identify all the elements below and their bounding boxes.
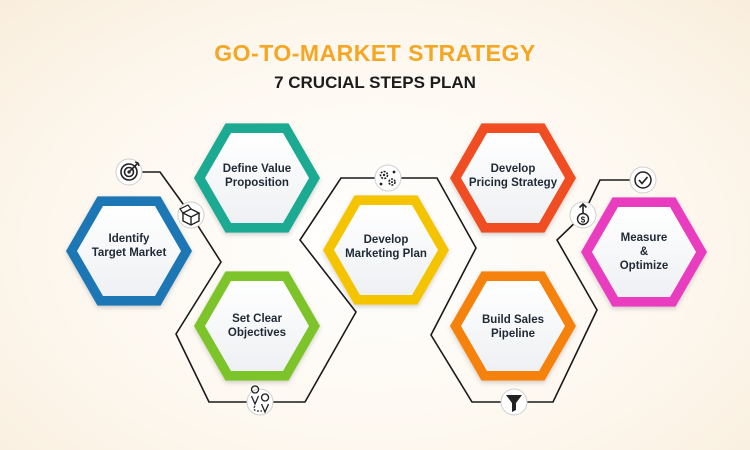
hexagon-inner xyxy=(461,281,565,371)
svg-text:$: $ xyxy=(581,216,586,225)
connector-4-6 xyxy=(388,177,514,403)
connector-6-5 xyxy=(514,214,598,403)
target-icon xyxy=(115,158,143,186)
step-icons: $ xyxy=(115,158,657,416)
route-pins-icon xyxy=(246,385,274,416)
step-hexagon-measure-optimize xyxy=(581,197,707,307)
dollar-arrow-icon: $ xyxy=(569,201,597,229)
hexagon-inner xyxy=(205,133,309,223)
step-label-identify-target-market: Identify Target Market xyxy=(91,233,167,259)
step-hexagon-develop-marketing-plan xyxy=(323,195,449,305)
check-icon xyxy=(629,166,657,194)
hexagon-inner xyxy=(592,207,696,297)
step-label-define-value-proposition: Define Value Proposition xyxy=(222,163,292,189)
step-hexagon-define-value-proposition xyxy=(194,123,320,233)
hexagon-inner xyxy=(205,281,309,371)
step-label-measure-optimize: Measure & Optimize xyxy=(619,232,669,272)
connector-3-4 xyxy=(260,177,388,403)
step-hexagon-identify-target-market xyxy=(66,196,192,306)
step-hexagons xyxy=(66,123,707,381)
step-hexagon-develop-pricing-strategy xyxy=(450,123,576,233)
hexagon-inner xyxy=(461,133,565,223)
step-label-build-sales-pipeline: Build Sales Pipeline xyxy=(482,314,544,340)
step-hexagon-set-clear-objectives xyxy=(194,271,320,381)
gears-icon xyxy=(374,164,402,192)
step-label-develop-pricing-strategy: Develop Pricing Strategy xyxy=(468,163,558,189)
step-label-set-clear-objectives: Set Clear Objectives xyxy=(227,313,287,339)
step-hexagon-build-sales-pipeline xyxy=(450,271,576,381)
page-subtitle: 7 CRUCIAL STEPS PLAN xyxy=(274,73,476,92)
box-icon xyxy=(177,201,205,229)
hexagon-inner xyxy=(77,206,181,296)
page-title: GO-TO-MARKET STRATEGY xyxy=(214,40,536,66)
hexagon-inner xyxy=(334,205,438,295)
step-label-develop-marketing-plan: Develop Marketing Plan xyxy=(345,234,427,260)
connector-2-3 xyxy=(175,214,260,403)
funnel-icon xyxy=(500,388,528,416)
